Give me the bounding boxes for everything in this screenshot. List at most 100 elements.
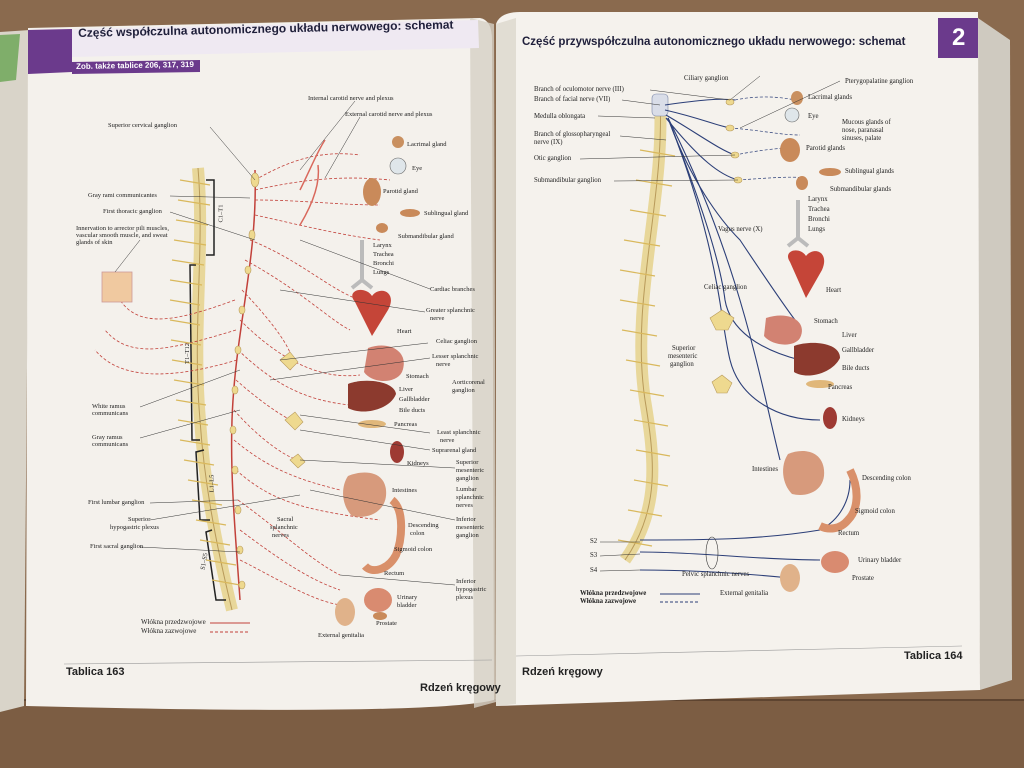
- parasympathetic-fibers: [639, 98, 851, 579]
- right-page-edges: [975, 16, 1012, 690]
- label-lumbar-splanchnic-3: nerves: [456, 502, 473, 509]
- r-heart-shape: [787, 250, 825, 298]
- label-sacral-splanchnic-2: splanchnic: [270, 524, 298, 531]
- label-inf-hypogastric-3: plexus: [456, 594, 473, 601]
- right-rootlets: [617, 149, 676, 547]
- label-sacral-splanchnic-1: Sacral: [277, 516, 294, 523]
- r-pancreas-shape: [806, 380, 834, 388]
- r-label-sup-mes-1: Superior: [672, 345, 696, 352]
- r-parotid-shape: [780, 138, 800, 162]
- right-ganglia: [709, 98, 743, 394]
- legend-pre-left: Włókna przedzwojowe: [141, 618, 206, 626]
- label-liver: Liver: [399, 386, 414, 393]
- label-bile-ducts: Bile ducts: [399, 407, 426, 414]
- r-label-ciliary: Ciliary ganglion: [684, 75, 729, 82]
- r-label-larynx: Larynx: [808, 196, 828, 203]
- left-diagram: [63, 100, 493, 665]
- label-lumbar-splanchnic-2: splanchnic: [456, 494, 484, 501]
- label-inf-mesenteric-2: mesenteric: [456, 524, 485, 531]
- eye-shape: [389, 157, 407, 175]
- gutter-shadow-left: [470, 18, 496, 708]
- label-bronchi: Bronchi: [373, 260, 394, 267]
- genitalia-shape: [335, 598, 355, 626]
- r-label-heart: Heart: [826, 287, 842, 294]
- label-lesser-splanchnic-2: nerve: [436, 361, 451, 368]
- r-label-submandibular-glands: Submandibular glands: [830, 186, 891, 193]
- label-cardiac: Cardiac branches: [430, 286, 475, 293]
- bracket-s1-s5: [205, 529, 226, 601]
- pelvic-nerve-loop: [705, 536, 719, 570]
- stomach-shape: [364, 345, 404, 381]
- r-label-facial: Branch of facial nerve (VII): [534, 96, 611, 103]
- left-page-edge-green: [0, 34, 20, 82]
- kidney-shape: [390, 441, 404, 463]
- skin-block: [101, 271, 133, 303]
- r-label-s2: S2: [590, 538, 598, 545]
- r-label-otic: Otic ganglion: [534, 155, 572, 162]
- r-liver-shape: [794, 342, 840, 376]
- table-plank-lower: [0, 700, 1024, 768]
- right-diagram: [515, 75, 963, 657]
- r-label-mucous-1: Mucous glands of: [842, 119, 891, 126]
- legend-post-left: Włókna zazwojowe: [141, 627, 197, 635]
- descending-colon-shape: [361, 496, 406, 574]
- r-intestines-shape: [783, 451, 825, 495]
- r-label-trachea: Trachea: [808, 206, 830, 213]
- right-organs: [764, 91, 861, 592]
- left-header-band: [28, 20, 479, 58]
- label-l1-l5: L1–L5: [208, 474, 216, 493]
- r-label-parotid: Parotid glands: [806, 145, 846, 152]
- legend-post-right: Włókna zazwojowe: [580, 598, 637, 605]
- left-page: [26, 18, 494, 710]
- r-label-pterygopalatine: Pterygopalatine ganglion: [845, 78, 914, 85]
- r-bladder-shape: [821, 551, 849, 573]
- label-sublingual: Sublingual gland: [424, 210, 469, 217]
- label-c1-t1: C1–T1: [217, 204, 225, 223]
- label-gray-ramus-1: Gray ramus: [92, 434, 123, 441]
- bracket-c1-t1: [206, 179, 215, 256]
- r-label-celiac: Celiac ganglion: [704, 284, 747, 291]
- r-label-s3: S3: [590, 552, 598, 559]
- label-rectum: Rectum: [384, 570, 405, 577]
- left-organs: [299, 136, 420, 626]
- right-leader-lines: [579, 75, 841, 572]
- r-submandibular-shape: [796, 176, 808, 190]
- label-first-sacral: First sacral ganglion: [90, 543, 144, 550]
- label-urinary-2: bladder: [397, 602, 417, 609]
- label-innervation-3: glands of skin: [76, 239, 113, 246]
- right-page: [496, 12, 980, 706]
- label-larynx: Larynx: [373, 242, 392, 249]
- right-footer-rule: [515, 645, 963, 657]
- label-urinary-1: Urinary: [397, 594, 418, 601]
- r-label-sup-mes-3: ganglion: [670, 361, 694, 368]
- r-label-mucous-2: nose, paranasal: [842, 127, 884, 134]
- r-colon-shape: [818, 468, 861, 533]
- legend-pre-right: Włókna przedzwojowe: [580, 590, 647, 597]
- see-also-bar: [72, 60, 200, 74]
- sublingual-shape: [400, 209, 420, 217]
- label-sup-mesenteric-3: ganglion: [456, 475, 479, 482]
- r-label-descending: Descending colon: [862, 475, 911, 482]
- label-first-thoracic: First thoracic ganglion: [103, 208, 162, 215]
- label-internal-carotid: Internal carotid nerve and plexus: [308, 95, 394, 102]
- bracket-l1-l5: [195, 449, 210, 521]
- label-inf-hypogastric-1: Inferior: [456, 578, 476, 585]
- r-label-lacrimal: Lacrimal glands: [808, 94, 852, 101]
- chapter-tab-number: 2: [952, 24, 966, 51]
- label-pancreas: Pancreas: [394, 421, 418, 428]
- r-label-pelvic: Pelvic splanchnic nerves: [682, 571, 750, 578]
- label-eye: Eye: [412, 165, 423, 172]
- label-sigmoid: Sigmoid colon: [394, 546, 433, 553]
- label-sup-hypogastric-1: Superior: [128, 516, 151, 523]
- label-inf-mesenteric-3: ganglion: [456, 532, 479, 539]
- bracket-t1-t12: [189, 264, 200, 441]
- label-t1-t12: T1–T12: [183, 343, 191, 364]
- label-superior-cervical: Superior cervical ganglion: [108, 122, 177, 129]
- prostate-shape: [373, 612, 387, 620]
- label-white-ramus-2: communicans: [92, 410, 129, 417]
- left-leader-lines: [114, 100, 456, 586]
- liver-shape: [348, 380, 396, 412]
- trachea-shape: [350, 240, 374, 290]
- label-greater-splanchnic-2: nerve: [430, 315, 445, 322]
- label-gray-rami: Gray rami communicantes: [88, 192, 157, 199]
